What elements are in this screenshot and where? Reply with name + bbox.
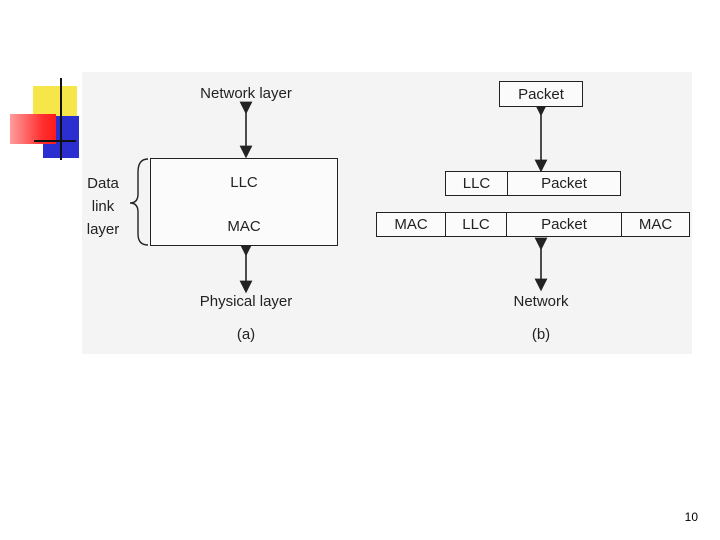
llc-packet-frame: LLC Packet	[445, 171, 621, 196]
network-label: Network	[513, 293, 569, 310]
slide-decoration-red-square	[10, 114, 56, 144]
data-link-layer-box: LLC MAC	[150, 158, 338, 246]
row2-llc-cell: LLC	[445, 213, 506, 236]
caption-b: (b)	[531, 326, 551, 343]
mac-frame: MAC LLC Packet MAC	[376, 212, 690, 237]
row2-packet-cell: Packet	[506, 213, 621, 236]
network-layer-label: Network layer	[200, 85, 292, 102]
row2-mac-trailer-cell: MAC	[621, 213, 689, 236]
llc-sublayer-label: LLC	[230, 173, 258, 191]
row1-llc-cell: LLC	[462, 175, 491, 192]
page-number: 10	[684, 510, 698, 524]
slide-decoration-vertical-line	[60, 78, 62, 160]
row2-mac-header-cell: MAC	[394, 216, 428, 233]
physical-layer-label: Physical layer	[199, 293, 293, 310]
row1-packet-cell: Packet	[507, 172, 620, 195]
packet-box-top: Packet	[499, 81, 583, 107]
caption-a: (a)	[236, 326, 256, 343]
slide-decoration-horizontal-line	[34, 140, 76, 142]
mac-sublayer-label: MAC	[227, 217, 261, 235]
packet-top-label: Packet	[518, 85, 564, 103]
data-link-brace	[129, 158, 149, 246]
data-link-layer-label: Data link layer	[86, 175, 120, 238]
